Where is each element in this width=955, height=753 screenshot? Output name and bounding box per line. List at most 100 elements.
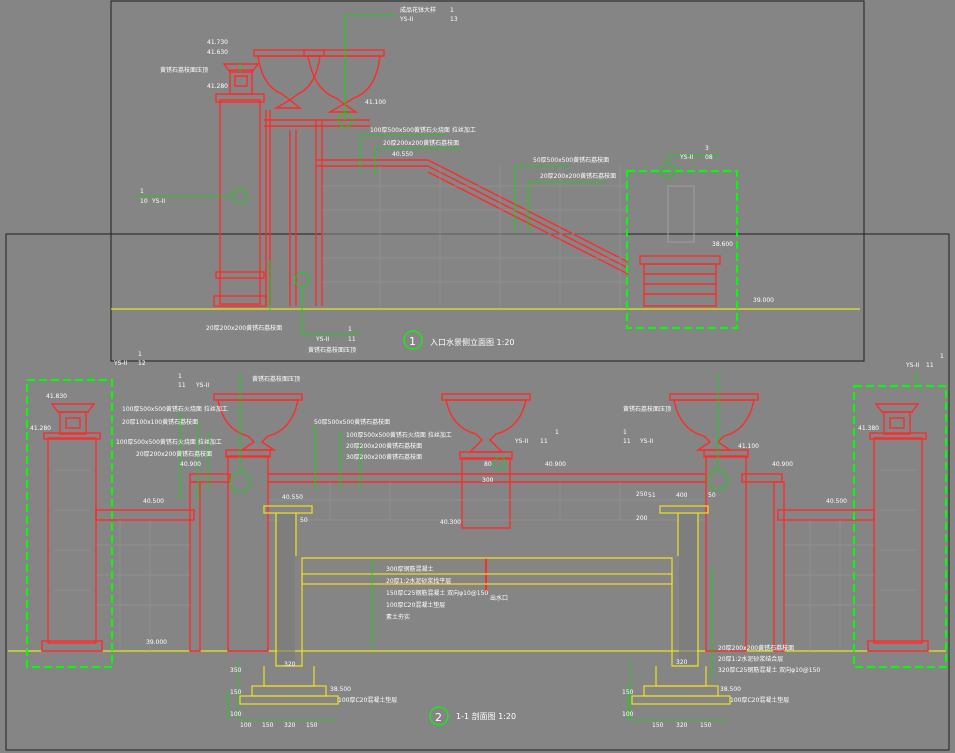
dim-150-f: 150 xyxy=(700,722,712,729)
sec-level-40500-b: 40.500 xyxy=(826,498,847,505)
dim-320-c: 320 xyxy=(284,722,296,729)
sec-note-s7: 20厚200x200黄锈石荔枝面 xyxy=(346,442,422,450)
sec-level-40900-a: 40.900 xyxy=(180,461,201,468)
dim-100-c: 100 xyxy=(240,722,252,729)
elev-note-n3: 50厚500x500黄锈石荔枝面 xyxy=(533,156,609,164)
sec-callout-e3-code: YS-II xyxy=(514,438,528,445)
dim-150-d: 150 xyxy=(306,722,318,729)
sec-level-41280: 41.280 xyxy=(30,425,51,432)
dim-150-c: 150 xyxy=(262,722,274,729)
dim-50-a: 50 xyxy=(300,517,308,524)
section-title-number: 2 xyxy=(435,711,442,724)
sec-level-41380: 41.380 xyxy=(858,425,879,432)
dim-250: 250 xyxy=(636,491,648,498)
dim-350: 350 xyxy=(230,667,242,674)
callout-c2-num: 1 xyxy=(348,326,352,333)
sec-callout-e5-num: 1 xyxy=(940,353,944,360)
callout-c1-num: 1 xyxy=(140,188,144,195)
dim-51: 51 xyxy=(648,492,656,499)
dimension-lines xyxy=(237,660,730,721)
section-leaders xyxy=(89,372,917,720)
sec-callout-e1-sheet: 12 xyxy=(138,360,146,367)
elevation-frame xyxy=(110,0,865,362)
sec-callout-e5-code: YS-II xyxy=(905,362,919,369)
sec-note-s5: 50厚500x500黄锈石荔枝面 xyxy=(314,418,390,426)
dim-150-e: 150 xyxy=(652,722,664,729)
elev-note-n8: 成品花钵大样 xyxy=(400,6,436,14)
sec-note-s15: 20厚1:2水泥砂浆结合层 xyxy=(718,655,783,663)
sec-note-s12: 100厚C20混凝土垫层 xyxy=(386,601,445,609)
callout-c4-num: 3 xyxy=(705,145,709,152)
faded-lantern xyxy=(667,185,695,243)
elev-level-41630: 41.630 xyxy=(207,49,228,56)
elev-level-41730: 41.730 xyxy=(207,39,228,46)
elevation-labels: 41.730 41.630 41.280 41.100 40.550 38.60… xyxy=(140,6,774,354)
sec-note-s18: 100厚C20混凝土垫层 xyxy=(730,696,789,704)
callout-c2-sheet: 11 xyxy=(348,336,356,343)
callout-c3-sheet: 13 xyxy=(450,16,458,23)
elev-note-n6: 黄锈石荔枝面压顶 xyxy=(160,66,208,74)
sec-note-s21: 黄锈石荔枝面压顶 xyxy=(623,405,671,413)
dim-150-b: 150 xyxy=(622,689,634,696)
sec-note-s9: 300厚钢筋混凝土 xyxy=(386,565,433,573)
sec-level-40500-a: 40.500 xyxy=(143,498,164,505)
section-detail-box-right xyxy=(853,385,947,668)
elev-note-n5: 20厚200x200黄锈石荔枝面 xyxy=(206,324,282,332)
elevation-title-number: 1 xyxy=(409,335,416,348)
callout-c2-code: YS-II xyxy=(315,336,329,343)
sec-note-s19: 黄锈石荔枝面压顶 xyxy=(252,375,300,383)
callout-c1-code: YS-II xyxy=(151,198,165,205)
sec-level-39000: 39.000 xyxy=(146,639,167,646)
sec-level-40550: 40.550 xyxy=(282,494,303,501)
dim-300: 300 xyxy=(482,477,494,484)
sec-callout-e4-num: 1 xyxy=(623,429,627,436)
sec-callout-e2-code: YS-II xyxy=(195,382,209,389)
dim-150-a: 150 xyxy=(230,689,242,696)
dim-100-a: 100 xyxy=(230,711,242,718)
sec-note-s4: 20厚200x200黄锈石荔枝面 xyxy=(136,450,212,458)
elev-level-40550: 40.550 xyxy=(392,151,413,158)
callout-c3-code: YS-II xyxy=(399,16,413,23)
dim-50-b: 50 xyxy=(708,492,716,499)
sec-note-s16: 320厚C25钢筋混凝土 双向φ10@150 xyxy=(718,666,820,674)
section-detail-box-left xyxy=(26,379,113,668)
section-title: 1-1 剖面图 1:20 xyxy=(456,711,516,721)
callout-c4-code: YS-II xyxy=(679,154,693,161)
sec-level-41830: 41.830 xyxy=(46,393,67,400)
section-title-circle xyxy=(429,706,449,726)
elev-note-n2: 20厚200x200黄锈石荔枝面 xyxy=(383,139,459,147)
section-structure xyxy=(41,393,929,652)
sec-note-s6: 100厚500x500黄锈石火烧面 拉丝加工 xyxy=(346,431,452,439)
sec-note-s13: 素土夯实 xyxy=(386,613,410,621)
sec-callout-e5-sheet: 11 xyxy=(926,362,934,369)
sec-callout-e4-sheet: 11 xyxy=(623,438,631,445)
sec-note-s1: 100厚500x500黄锈石火烧面 拉丝加工 xyxy=(122,405,228,413)
sec-note-s20: 出水口 xyxy=(490,594,508,602)
sec-callout-e2-num: 1 xyxy=(178,373,182,380)
dim-100-b: 100 xyxy=(622,711,634,718)
dim-200: 200 xyxy=(636,515,648,522)
elev-level-41100: 41.100 xyxy=(365,99,386,106)
elevation-detail-box xyxy=(626,170,738,329)
callout-c1-sheet: 10 xyxy=(140,198,148,205)
sec-note-s17: 100厚C20混凝土垫层 xyxy=(338,696,397,704)
elevation-title: 入口水景侧立面图 1:20 xyxy=(430,337,515,347)
section-labels: 41.830 41.280 40.900 40.900 40.900 40.50… xyxy=(30,351,944,729)
sec-note-s3: 100厚500x500黄锈石火烧面 拉丝加工 xyxy=(116,438,222,446)
sec-level-40900-c: 40.900 xyxy=(772,461,793,468)
elev-note-n1: 100厚500x500黄锈石火烧面 拉丝加工 xyxy=(370,126,476,134)
elevation-leaders xyxy=(135,14,720,335)
sec-level-40300: 40.300 xyxy=(440,519,461,526)
dim-320-d: 320 xyxy=(676,722,688,729)
elevation-grid xyxy=(322,166,628,306)
elev-level-38600: 38.600 xyxy=(712,241,733,248)
pool-wall-hatch-left xyxy=(277,514,295,664)
elev-level-39000: 39.000 xyxy=(753,297,774,304)
sec-note-s2: 20厚100x100黄锈石荔枝面 xyxy=(122,418,198,426)
sec-callout-e3-sheet: 11 xyxy=(540,438,548,445)
sec-level-38500-b: 38.500 xyxy=(720,686,741,693)
elev-note-n4: 20厚200x200黄锈石荔枝面 xyxy=(540,172,616,180)
sec-note-s8: 30厚200x200黄锈石荔枝面 xyxy=(346,453,422,461)
